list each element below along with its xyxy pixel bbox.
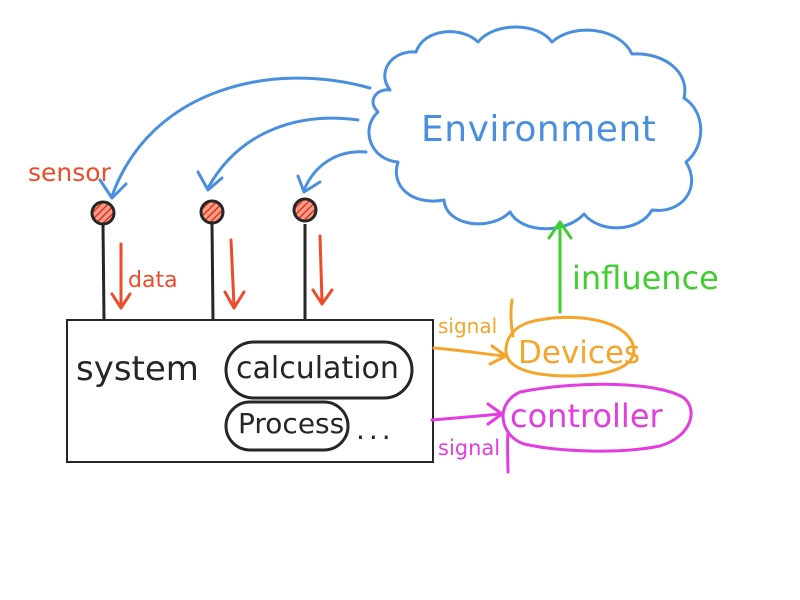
system-box (66, 319, 434, 463)
process-oval (224, 400, 350, 452)
env-to-sensor2-arrowhead (196, 170, 224, 192)
sensor3-head (292, 197, 318, 223)
sensor2-head (199, 199, 225, 225)
env-to-sensor2-arrow (206, 116, 360, 190)
env-to-sensor1-arrow (110, 76, 372, 198)
signal-to-devices-label: signal (438, 314, 498, 338)
data-arrow2 (229, 238, 236, 308)
calculation-oval (224, 340, 414, 400)
data-arrow3 (318, 234, 324, 304)
environment-cloud (367, 25, 703, 231)
data-label: data (128, 268, 178, 293)
sensor-label: sensor (28, 158, 111, 187)
devices-label: Devices (518, 335, 641, 371)
env-to-sensor3-arrowhead (296, 174, 322, 194)
data-arrow3-head (311, 288, 334, 306)
env-to-sensor1-arrowhead (98, 178, 128, 200)
env-to-sensor3-arrow (302, 150, 368, 192)
influence-label: influence (572, 259, 719, 297)
environment-label: Environment (421, 109, 657, 150)
signal-devices-arrow (432, 346, 506, 358)
signal-controller-arrowhead (486, 402, 504, 426)
controller-label: controller (510, 397, 663, 435)
signal-devices-arrowhead (488, 344, 508, 366)
signal-devices-tick (509, 298, 515, 338)
influence-arrowhead (547, 220, 573, 240)
sensor1-head (90, 200, 116, 226)
system-label: system (76, 349, 199, 389)
devices-oval (504, 315, 636, 378)
process-label: Process (238, 407, 345, 440)
signal-controller-arrow (430, 412, 502, 422)
ellipsis-label: ... (356, 413, 395, 446)
sensor1-stem (101, 223, 106, 321)
signal-to-controller-label: signal (438, 436, 501, 460)
controller-oval (501, 382, 693, 453)
data-arrow2-head (223, 290, 246, 310)
calculation-label: calculation (236, 351, 399, 386)
sensor2-stem (210, 223, 215, 321)
data-arrow1-head (110, 292, 132, 310)
